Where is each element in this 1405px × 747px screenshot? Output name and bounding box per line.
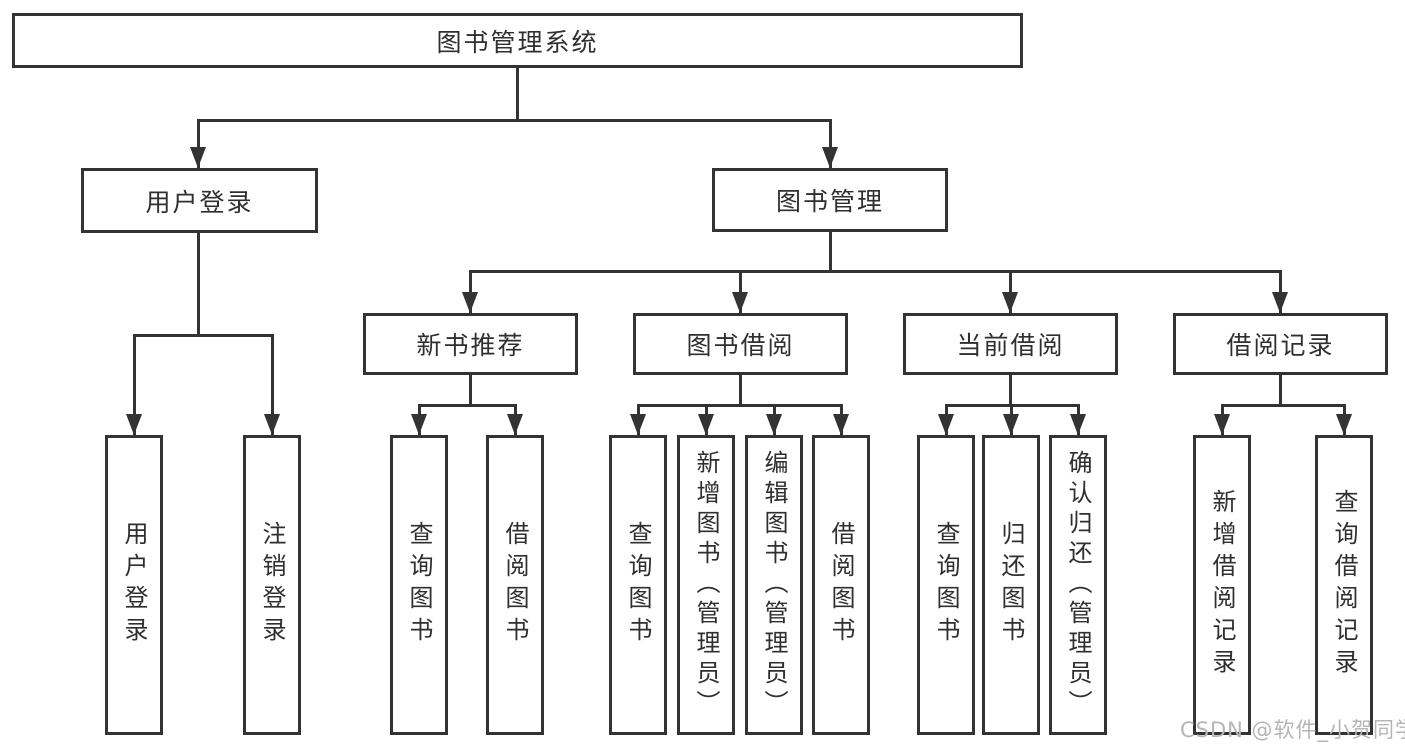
arrowhead-leaf — [1336, 414, 1352, 435]
leaf-bb-add-book-admin-label: 新增图书（管理员） — [692, 450, 720, 720]
edge-borrowing-hbar — [637, 404, 843, 407]
arrowhead-leaf-logout — [264, 414, 280, 435]
edge-book-management-riser — [829, 232, 832, 272]
node-book-management: 图书管理 — [712, 168, 948, 232]
node-book-borrowing: 图书借阅 — [633, 313, 848, 375]
csdn-watermark: CSDN @软件_小贺同学 — [1180, 718, 1405, 742]
edge-user-login-hbar — [133, 334, 274, 337]
arrowhead-leaf — [507, 414, 523, 435]
leaf-bb-query-book: 查询图书 — [609, 435, 667, 735]
leaf-cb-return-book: 归还图书 — [982, 435, 1040, 735]
edge-to-leaf-logout — [271, 334, 274, 435]
edge-root-riser — [516, 68, 519, 120]
arrowhead-leaf — [1214, 414, 1230, 435]
leaf-rec-borrow-book: 借阅图书 — [486, 435, 544, 735]
arrowhead-new-book-recommendation — [462, 292, 478, 313]
edge-to-book-management — [829, 119, 832, 168]
node-book-management-label: 图书管理 — [775, 187, 884, 216]
arrowhead-leaf — [630, 414, 646, 435]
arrowhead-current-borrowing — [1002, 292, 1018, 313]
edge-recommendation-hbar — [418, 404, 517, 407]
node-new-book-recommendation: 新书推荐 — [363, 313, 578, 375]
node-current-borrowing: 当前借阅 — [903, 313, 1118, 375]
edge-user-login-riser — [197, 233, 200, 336]
leaf-bb-edit-book-admin-label: 编辑图书（管理员） — [760, 450, 788, 720]
edge-book-management-hbar — [469, 270, 1282, 273]
edge-root-hbar — [197, 119, 831, 122]
leaf-br-query-record: 查询借阅记录 — [1315, 435, 1373, 735]
leaf-cb-confirm-return-admin-label: 确认归还（管理员） — [1064, 450, 1092, 720]
edge-current-riser — [1009, 375, 1012, 406]
leaf-br-add-record-label: 新增借阅记录 — [1208, 489, 1236, 681]
leaf-rec-borrow-book-label: 借阅图书 — [501, 521, 529, 649]
leaf-bb-edit-book-admin: 编辑图书（管理员） — [745, 435, 803, 735]
leaf-logout: 注销登录 — [243, 435, 301, 735]
leaf-rec-query-book: 查询图书 — [390, 435, 448, 735]
arrowhead-leaf-user-login — [126, 414, 142, 435]
node-current-borrowing-label: 当前借阅 — [956, 331, 1065, 360]
edge-to-current-borrowing — [1009, 270, 1012, 313]
edge-to-new-book-recommendation — [469, 270, 472, 313]
leaf-br-add-record: 新增借阅记录 — [1193, 435, 1251, 735]
node-library-management-system: 图书管理系统 — [12, 13, 1023, 68]
arrowhead-borrowing-records — [1272, 292, 1288, 313]
leaf-bb-borrow-book: 借阅图书 — [812, 435, 870, 735]
node-user-login: 用户登录 — [81, 168, 318, 233]
arrowhead-leaf — [1070, 414, 1086, 435]
edge-to-leaf-user-login — [133, 334, 136, 435]
node-library-management-system-label: 图书管理系统 — [436, 27, 599, 57]
edge-to-user-login — [197, 119, 200, 168]
edge-records-riser — [1279, 375, 1282, 406]
arrowhead-leaf — [411, 414, 427, 435]
edge-to-borrowing-records — [1279, 270, 1282, 313]
node-book-borrowing-label: 图书借阅 — [686, 331, 795, 360]
edge-borrowing-riser — [739, 375, 742, 406]
edge-recommendation-riser — [469, 375, 472, 406]
leaf-cb-return-book-label: 归还图书 — [997, 521, 1025, 649]
arrowhead-book-borrowing — [732, 292, 748, 313]
arrowhead-leaf — [766, 414, 782, 435]
leaf-user-login: 用户登录 — [105, 435, 163, 735]
node-user-login-label: 用户登录 — [145, 187, 254, 217]
leaf-bb-add-book-admin: 新增图书（管理员） — [677, 435, 735, 735]
leaf-cb-confirm-return-admin: 确认归还（管理员） — [1049, 435, 1107, 735]
leaf-bb-borrow-book-label: 借阅图书 — [827, 521, 855, 649]
leaf-bb-query-book-label: 查询图书 — [624, 521, 652, 649]
leaf-logout-label: 注销登录 — [258, 521, 286, 649]
leaf-cb-query-book-label: 查询图书 — [932, 521, 960, 649]
arrowhead-leaf — [698, 414, 714, 435]
edge-to-book-borrowing — [739, 270, 742, 313]
arrowhead-leaf — [1003, 414, 1019, 435]
node-new-book-recommendation-label: 新书推荐 — [416, 331, 525, 360]
edge-records-hbar — [1221, 404, 1346, 407]
arrowhead-leaf — [833, 414, 849, 435]
arrowhead-book-management — [822, 147, 838, 168]
leaf-user-login-label: 用户登录 — [120, 521, 148, 649]
leaf-cb-query-book: 查询图书 — [917, 435, 975, 735]
leaf-br-query-record-label: 查询借阅记录 — [1330, 489, 1358, 681]
node-borrowing-records: 借阅记录 — [1173, 313, 1388, 375]
node-borrowing-records-label: 借阅记录 — [1226, 331, 1335, 360]
arrowhead-user-login — [190, 147, 206, 168]
arrowhead-leaf — [938, 414, 954, 435]
leaf-rec-query-book-label: 查询图书 — [405, 521, 433, 649]
